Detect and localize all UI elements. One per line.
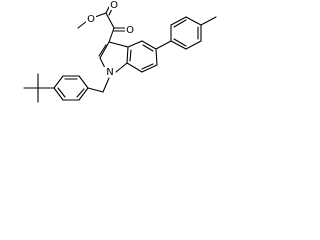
- bond-tolyl-5: [170, 16, 187, 26]
- bond-c3a-c7a: [126, 46, 129, 64]
- bond-c3a-c4: [127, 40, 143, 48]
- bond-c7-c7a: [126, 62, 143, 73]
- bond-tolyl-1: [170, 40, 187, 50]
- bond-c5-aryl: [155, 40, 172, 50]
- label-mask-o-methoxy: [86, 14, 96, 24]
- bond-c2-n1: [99, 57, 106, 69]
- bond-c6-c7: [141, 64, 158, 73]
- bond-methyl-o: [77, 20, 88, 29]
- bond-n1-ch2: [102, 77, 110, 93]
- bond-c4-c5: [141, 40, 157, 50]
- bond-tolyl-inner-1: [173, 38, 187, 47]
- atom-labels: O O O N: [86, 0, 135, 78]
- bond-tolyl-4: [185, 16, 202, 26]
- atom-label-ester-carbonyl-oxygen: O: [110, 0, 118, 11]
- atom-label-indole-nitrogen: N: [106, 67, 113, 78]
- chemical-structure-diagram: O O O N: [23, 0, 217, 103]
- bond-lines: [23, 4, 217, 103]
- bond-tolyl-inner-3: [173, 19, 187, 28]
- bond-c6-c7-inner: [141, 63, 154, 70]
- atom-label-keto-oxygen: O: [126, 25, 134, 36]
- bond-c3-c2-inner: [98, 44, 107, 57]
- bond-o-ester-carbon: [94, 12, 107, 18]
- bond-keto-to-c3: [108, 27, 115, 43]
- bond-c5-c6: [155, 48, 158, 66]
- bond-c3-c3a: [108, 41, 129, 48]
- bond-bz-inner-2: [57, 87, 66, 98]
- bond-ch2-benzyl-ipso: [87, 87, 104, 93]
- bond-c3a-c7a-inner: [129, 49, 132, 62]
- bond-ester-to-keto-carbon: [105, 12, 115, 29]
- bond-bz-meta-a-para: [53, 87, 64, 101]
- bond-bz-inner-1: [76, 88, 85, 98]
- label-mask-o-keto: [125, 25, 135, 35]
- bond-bz-ipso-ortho-a: [78, 87, 89, 101]
- bond-c4-c5-inner: [142, 44, 154, 52]
- label-mask-o-carbonyl: [109, 0, 119, 10]
- bond-n1-c7a: [115, 62, 128, 73]
- label-mask-n: [104, 67, 115, 77]
- bond-c3-c2: [99, 41, 110, 59]
- bond-bz-ipso-ortho-b: [78, 75, 89, 89]
- bond-tolyl-2: [185, 40, 202, 50]
- atom-label-ester-oxygen: O: [87, 14, 95, 25]
- bond-bz-para-meta-b: [53, 75, 64, 89]
- bond-tolyl-methyl: [200, 16, 217, 26]
